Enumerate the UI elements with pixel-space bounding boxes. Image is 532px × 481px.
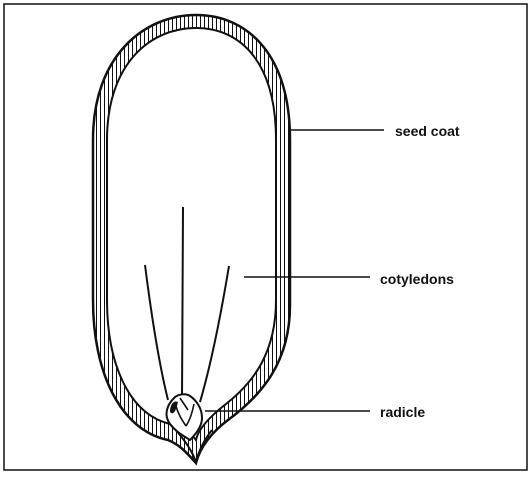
embryo-axis — [182, 207, 183, 398]
radicle-label: radicle — [380, 404, 425, 420]
seed-interior — [107, 28, 276, 440]
cotyledons-label: cotyledons — [380, 271, 454, 287]
seed-coat-label: seed coat — [395, 123, 460, 139]
